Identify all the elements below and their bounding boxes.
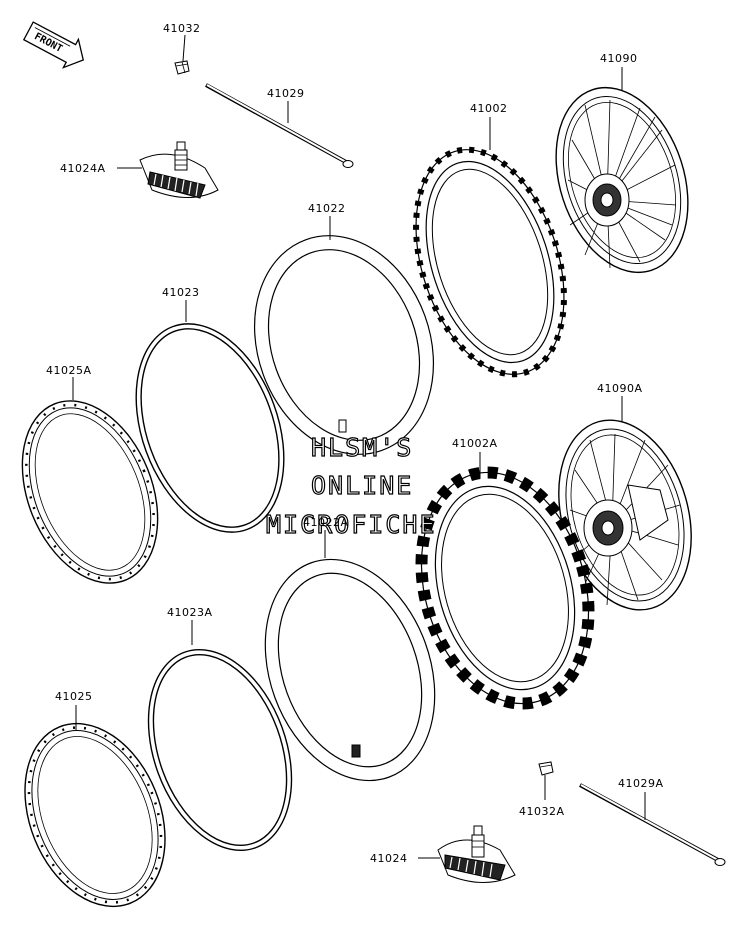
watermark-line-1: HLSM'S — [311, 433, 413, 462]
tire-41002A — [415, 466, 595, 710]
label-41090: 41090 — [600, 52, 638, 65]
label-41090A: 41090A — [597, 382, 643, 395]
label-41029A: 41029A — [618, 777, 664, 790]
label-41023A: 41023A — [167, 606, 213, 619]
label-41024: 41024 — [370, 852, 408, 865]
tube-41022 — [253, 235, 435, 455]
front-arrow-badge: FRONT — [22, 21, 85, 69]
spoke-41029A — [579, 783, 726, 866]
rim-band-41023 — [135, 323, 285, 533]
label-41029: 41029 — [267, 87, 305, 100]
label-41023: 41023 — [162, 286, 200, 299]
rim-lock-41024 — [437, 825, 516, 883]
label-41032A: 41032A — [519, 805, 565, 818]
label-41032: 41032 — [163, 22, 201, 35]
tube-41022A — [264, 558, 436, 782]
label-41022A: 41022A — [303, 516, 349, 529]
label-41002: 41002 — [470, 102, 508, 115]
spoke-41029 — [205, 83, 354, 168]
valve-cap-41032 — [174, 60, 190, 75]
label-41002A: 41002A — [452, 437, 498, 450]
leader-41032 — [182, 34, 186, 62]
valve-cap-41032A — [538, 761, 554, 776]
wheel-41090 — [555, 86, 689, 274]
rim-band-41023A — [147, 648, 293, 852]
watermark-line-2: ONLINE — [311, 471, 413, 500]
label-41024A: 41024A — [60, 162, 106, 175]
wheel-41090A — [558, 419, 692, 611]
rim-lock-41024A — [139, 141, 219, 199]
label-41022: 41022 — [308, 202, 346, 215]
tire-41002 — [413, 146, 567, 378]
label-41025A: 41025A — [46, 364, 92, 377]
watermark-line-3: MICROFICHE — [266, 510, 437, 539]
label-41025: 41025 — [55, 690, 93, 703]
rim-41025 — [24, 722, 166, 908]
rim-41025A — [21, 400, 159, 584]
